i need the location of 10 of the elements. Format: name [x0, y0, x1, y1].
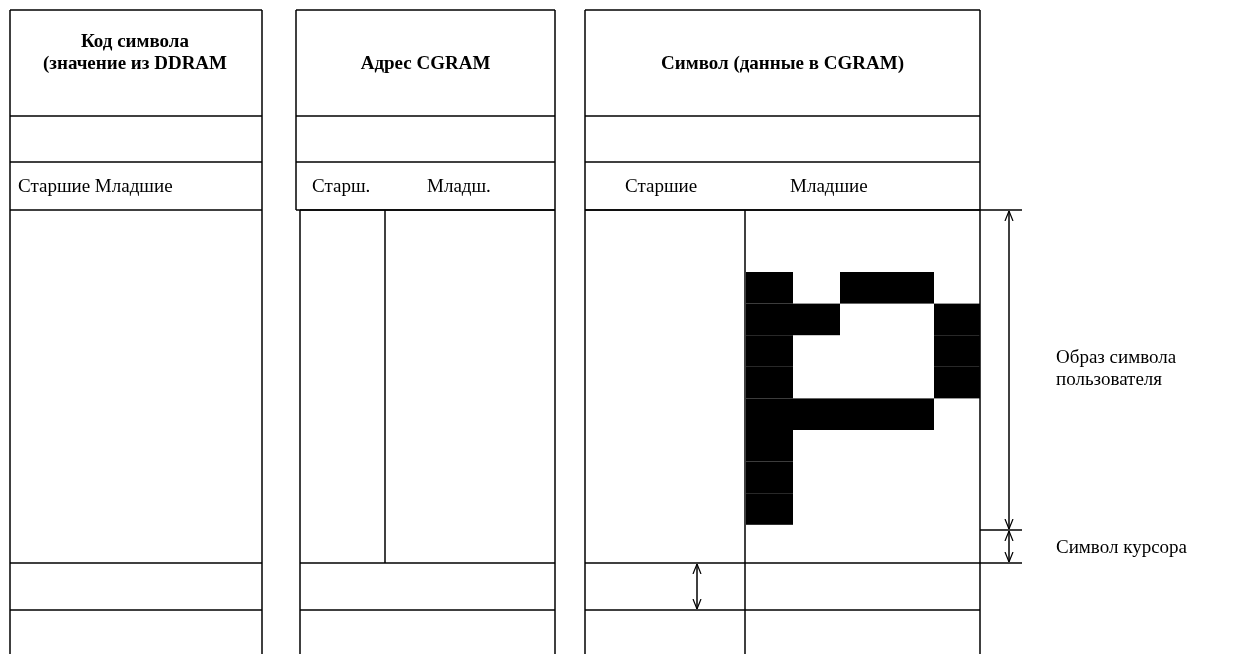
column-subheader: Старшие Младшие	[18, 175, 173, 197]
column-subheader: Старшие	[625, 175, 698, 197]
column-subheader: Младш.	[427, 175, 491, 197]
column-header: Код символа (значение из DDRAM	[42, 30, 228, 74]
column-header: Символ (данные в CGRAM)	[660, 52, 905, 74]
annotation-label: Символ курсора	[1056, 536, 1187, 558]
column-header: Адрес CGRAM	[359, 52, 492, 74]
annotation-label: Образ символа пользователя	[1056, 346, 1178, 390]
column-subheader: Младшие	[790, 175, 868, 197]
column-subheader: Старш.	[312, 175, 371, 197]
